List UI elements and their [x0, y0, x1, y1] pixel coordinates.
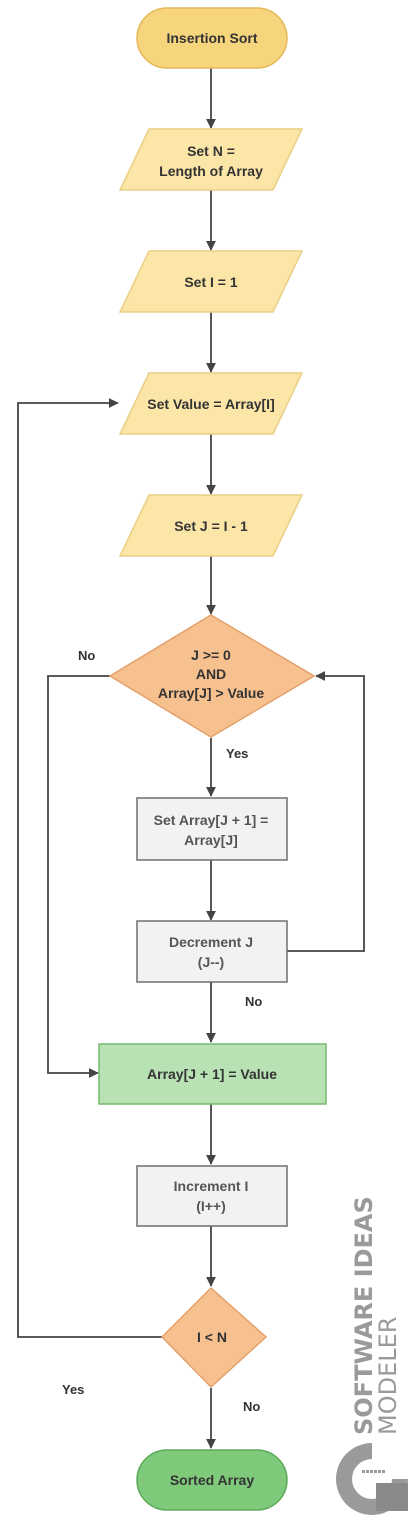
end-label: Sorted Array — [170, 1472, 255, 1488]
watermark-line1: SOFTWARE IDEAS — [350, 1196, 378, 1435]
set-n-io-node: Set N = Length of Array — [118, 128, 304, 191]
set-i-io-node: Set I = 1 — [118, 250, 304, 313]
edge-label-cond2-no: No — [243, 1399, 260, 1414]
edge-cond2-yes-loop-to-set-value — [17, 398, 162, 1338]
shift-label-line1: Set Array[J + 1] = — [154, 812, 269, 828]
increment-label-line2: (I++) — [196, 1198, 226, 1214]
end-terminal: Sorted Array — [136, 1449, 288, 1511]
watermark: SOFTWARE IDEAS MODELER — [336, 1196, 408, 1515]
edge-label-cond2-yes: Yes — [62, 1382, 84, 1397]
decrement-label-line1: Decrement J — [169, 934, 253, 950]
decrement-j-process: Decrement J (J--) — [136, 920, 288, 983]
edge-label-cond1-yes: Yes — [226, 746, 248, 761]
start-terminal: Insertion Sort — [136, 7, 288, 69]
edge-cond1-no-to-assign — [47, 675, 110, 1078]
set-i-label: Set I = 1 — [184, 274, 238, 290]
assign-label: Array[J + 1] = Value — [147, 1066, 277, 1082]
set-n-label-line1: Set N = — [187, 143, 235, 159]
shift-element-process: Set Array[J + 1] = Array[J] — [136, 797, 288, 861]
shift-label-line2: Array[J] — [184, 832, 238, 848]
set-j-label: Set J = I - 1 — [174, 518, 248, 534]
cond1-label-line1: J >= 0 — [191, 647, 231, 663]
edge-label-decrement-no: No — [245, 994, 262, 1009]
set-n-label-line2: Length of Array — [159, 163, 263, 179]
increment-i-process: Increment I (I++) — [136, 1165, 288, 1227]
inner-loop-condition-diamond: J >= 0 AND Array[J] > Value — [108, 614, 316, 738]
set-value-io-node: Set Value = Array[I] — [118, 372, 304, 435]
outer-loop-condition-diamond: I < N — [160, 1286, 268, 1389]
edge-label-cond1-no: No — [78, 648, 95, 663]
edge-decrement-loop-to-cond1 — [287, 671, 365, 952]
watermark-logo-icon — [336, 1443, 408, 1515]
assign-value-process: Array[J + 1] = Value — [98, 1043, 327, 1105]
cond2-label: I < N — [197, 1329, 227, 1345]
set-value-label: Set Value = Array[I] — [147, 396, 274, 412]
decrement-label-line2: (J--) — [198, 954, 224, 970]
connectors — [17, 68, 365, 1449]
increment-label-line1: Increment I — [174, 1178, 249, 1194]
watermark-line2: MODELER — [374, 1317, 402, 1435]
cond1-label-line2: AND — [196, 666, 226, 682]
cond1-label-line3: Array[J] > Value — [158, 685, 264, 701]
start-label: Insertion Sort — [166, 30, 257, 46]
set-j-io-node: Set J = I - 1 — [118, 494, 304, 557]
